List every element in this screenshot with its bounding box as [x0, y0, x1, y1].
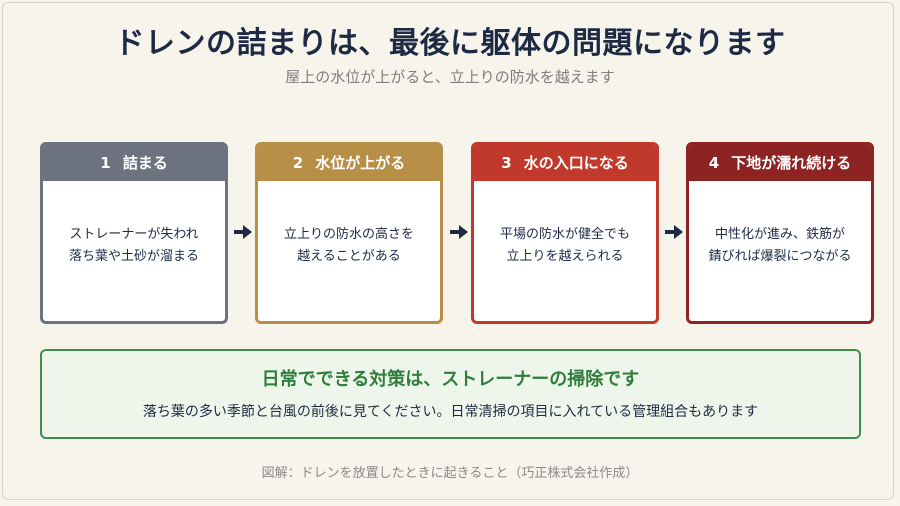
countermeasure-text: 落ち葉の多い季節と台風の前後に見てください。日常清掃の項目に入れている管理組合も…: [142, 404, 759, 420]
step-1-line-1: ストレーナーが失われ: [69, 227, 199, 242]
step-1-body: ストレーナーが失われ落ち葉や土砂が溜まる: [43, 181, 225, 321]
countermeasure-title: 日常でできる対策は、ストレーナーの掃除です: [261, 369, 640, 390]
figure-caption: 図解：ドレンを放置したときに起きること（巧正株式会社作成）: [261, 466, 639, 481]
diagram-subtitle: 屋上の水位が上がると、立上りの防水を越えます: [285, 68, 615, 86]
step-1-header: 1 詰まる: [43, 145, 225, 181]
step-3-line-2: 立上りを越えられる: [506, 249, 624, 264]
step-1-number: 1: [100, 154, 111, 172]
step-3-number: 3: [501, 154, 512, 172]
step-4-line-2: 錆びれば爆裂につながる: [708, 249, 852, 264]
countermeasure-box: 日常でできる対策は、ストレーナーの掃除です 落ち葉の多い季節と台風の前後に見てく…: [40, 349, 861, 439]
diagram-title: ドレンの詰まりは、最後に躯体の問題になります: [114, 26, 786, 61]
step-3-line-1: 平場の防水が健全でも: [499, 227, 630, 242]
step-2-card: 2 水位が上がる 立上りの防水の高さを越えることがある: [255, 142, 443, 324]
step-2-label: 水位が上がる: [315, 154, 406, 172]
arrow-right-icon: [665, 225, 683, 239]
step-1-label: 詰まる: [122, 154, 168, 172]
step-4-body: 中性化が進み、鉄筋が錆びれば爆裂につながる: [689, 181, 871, 321]
step-2-body: 立上りの防水の高さを越えることがある: [258, 181, 440, 321]
step-3-card: 3 水の入口になる 平場の防水が健全でも立上りを越えられる: [471, 142, 659, 324]
step-1-line-2: 落ち葉や土砂が溜まる: [68, 249, 199, 264]
step-3-label: 水の入口になる: [523, 154, 629, 172]
step-3-body: 平場の防水が健全でも立上りを越えられる: [474, 181, 656, 321]
step-4-header: 4 下地が濡れ続ける: [689, 145, 871, 181]
step-1-card: 1 詰まる ストレーナーが失われ落ち葉や土砂が溜まる: [40, 142, 228, 324]
step-2-number: 2: [292, 154, 304, 172]
step-2-header: 2 水位が上がる: [258, 145, 440, 181]
step-4-card: 4 下地が濡れ続ける 中性化が進み、鉄筋が錆びれば爆裂につながる: [686, 142, 874, 324]
step-4-label: 下地が濡れ続ける: [731, 154, 852, 172]
step-3-header: 3 水の入口になる: [474, 145, 656, 181]
step-2-line-2: 越えることがある: [297, 249, 401, 264]
step-4-number: 4: [708, 154, 720, 172]
arrow-right-icon: [234, 225, 252, 239]
step-2-line-1: 立上りの防水の高さを: [283, 227, 414, 242]
step-4-line-1: 中性化が進み、鉄筋が: [714, 227, 845, 242]
diagram-frame: [2, 2, 894, 500]
arrow-right-icon: [450, 225, 468, 239]
